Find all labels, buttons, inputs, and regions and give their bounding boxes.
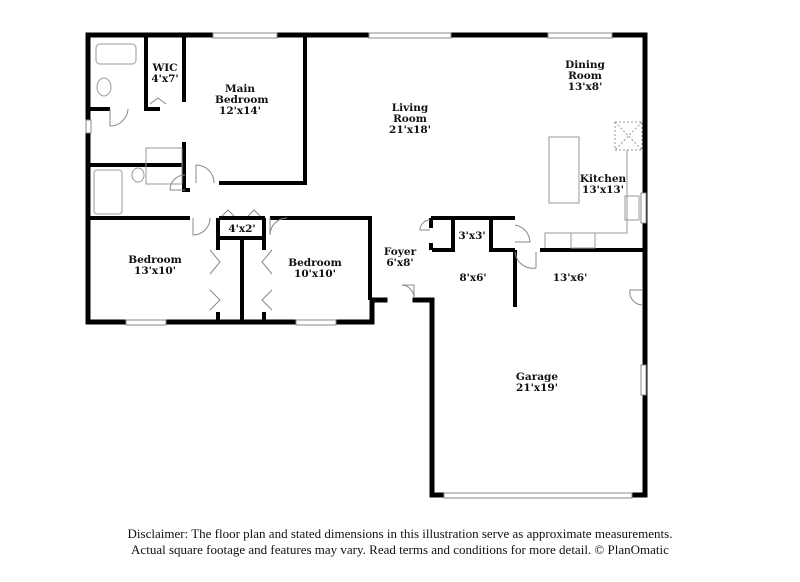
- room-dims: 13'x6': [552, 272, 588, 284]
- interior-walls: [88, 35, 645, 322]
- pantry: [614, 121, 643, 151]
- windows: [85, 32, 647, 499]
- garage-door: [443, 492, 633, 499]
- room-dims: 21'x18': [389, 124, 431, 136]
- room-name: Dining Room: [565, 59, 605, 82]
- room-name: Main Bedroom: [215, 83, 269, 106]
- door: [195, 164, 215, 184]
- room-dims: 4'x2': [228, 223, 256, 235]
- disclaimer-line-1: Disclaimer: The floor plan and stated di…: [127, 526, 673, 541]
- toilet-icon: [131, 167, 145, 183]
- room-dims: 3'x3': [458, 230, 486, 242]
- front-door: [401, 284, 415, 299]
- kitchen-sink-icon: [624, 195, 640, 221]
- room-dims: 13'x13': [582, 184, 624, 196]
- room-dims: 13'x8': [567, 81, 603, 93]
- room-name: Bedroom: [128, 254, 182, 266]
- door: [109, 108, 129, 127]
- window: [640, 364, 647, 396]
- room-label-closet: 3'x3': [458, 231, 485, 242]
- stove-icon: [570, 232, 596, 249]
- room-dims: 13'x10': [134, 265, 176, 277]
- room-name: Bedroom: [288, 257, 342, 269]
- window: [295, 319, 337, 326]
- room-name: Kitchen: [579, 173, 627, 185]
- window: [212, 32, 278, 39]
- room-dims: 8'x6': [459, 272, 487, 284]
- room-name: Foyer: [383, 246, 417, 258]
- door: [169, 174, 186, 191]
- door: [192, 217, 211, 236]
- bathtub-icon: [93, 169, 123, 215]
- window: [640, 192, 647, 224]
- room-name: Living Room: [391, 102, 429, 125]
- door: [514, 251, 537, 269]
- disclaimer-line-2: Actual square footage and features may v…: [131, 542, 669, 557]
- window: [125, 319, 167, 326]
- bathtub-icon: [95, 43, 137, 65]
- kitchen-island: [548, 136, 580, 204]
- fixtures: [93, 43, 643, 249]
- window: [547, 32, 613, 39]
- window: [85, 119, 92, 134]
- room-dims: 6'x8': [386, 257, 414, 269]
- door: [514, 224, 531, 243]
- room-label-laundry: 13'x6': [553, 273, 588, 284]
- window: [368, 32, 452, 39]
- room-dims: 21'x19': [516, 382, 558, 394]
- room-label-hall-closet: 4'x2': [228, 224, 255, 235]
- room-label-storage: 8'x6': [459, 273, 486, 284]
- room-dims: 12'x14': [219, 105, 261, 117]
- room-name: WIC: [152, 62, 178, 74]
- room-dims: 10'x10': [294, 268, 336, 280]
- doors: [109, 97, 644, 311]
- door: [269, 217, 288, 236]
- room-dims: 4'x7': [151, 73, 179, 85]
- door: [629, 289, 644, 306]
- room-name: Garage: [515, 371, 559, 383]
- toilet-icon: [96, 77, 112, 97]
- sink-icon: [145, 147, 183, 185]
- door: [419, 219, 431, 231]
